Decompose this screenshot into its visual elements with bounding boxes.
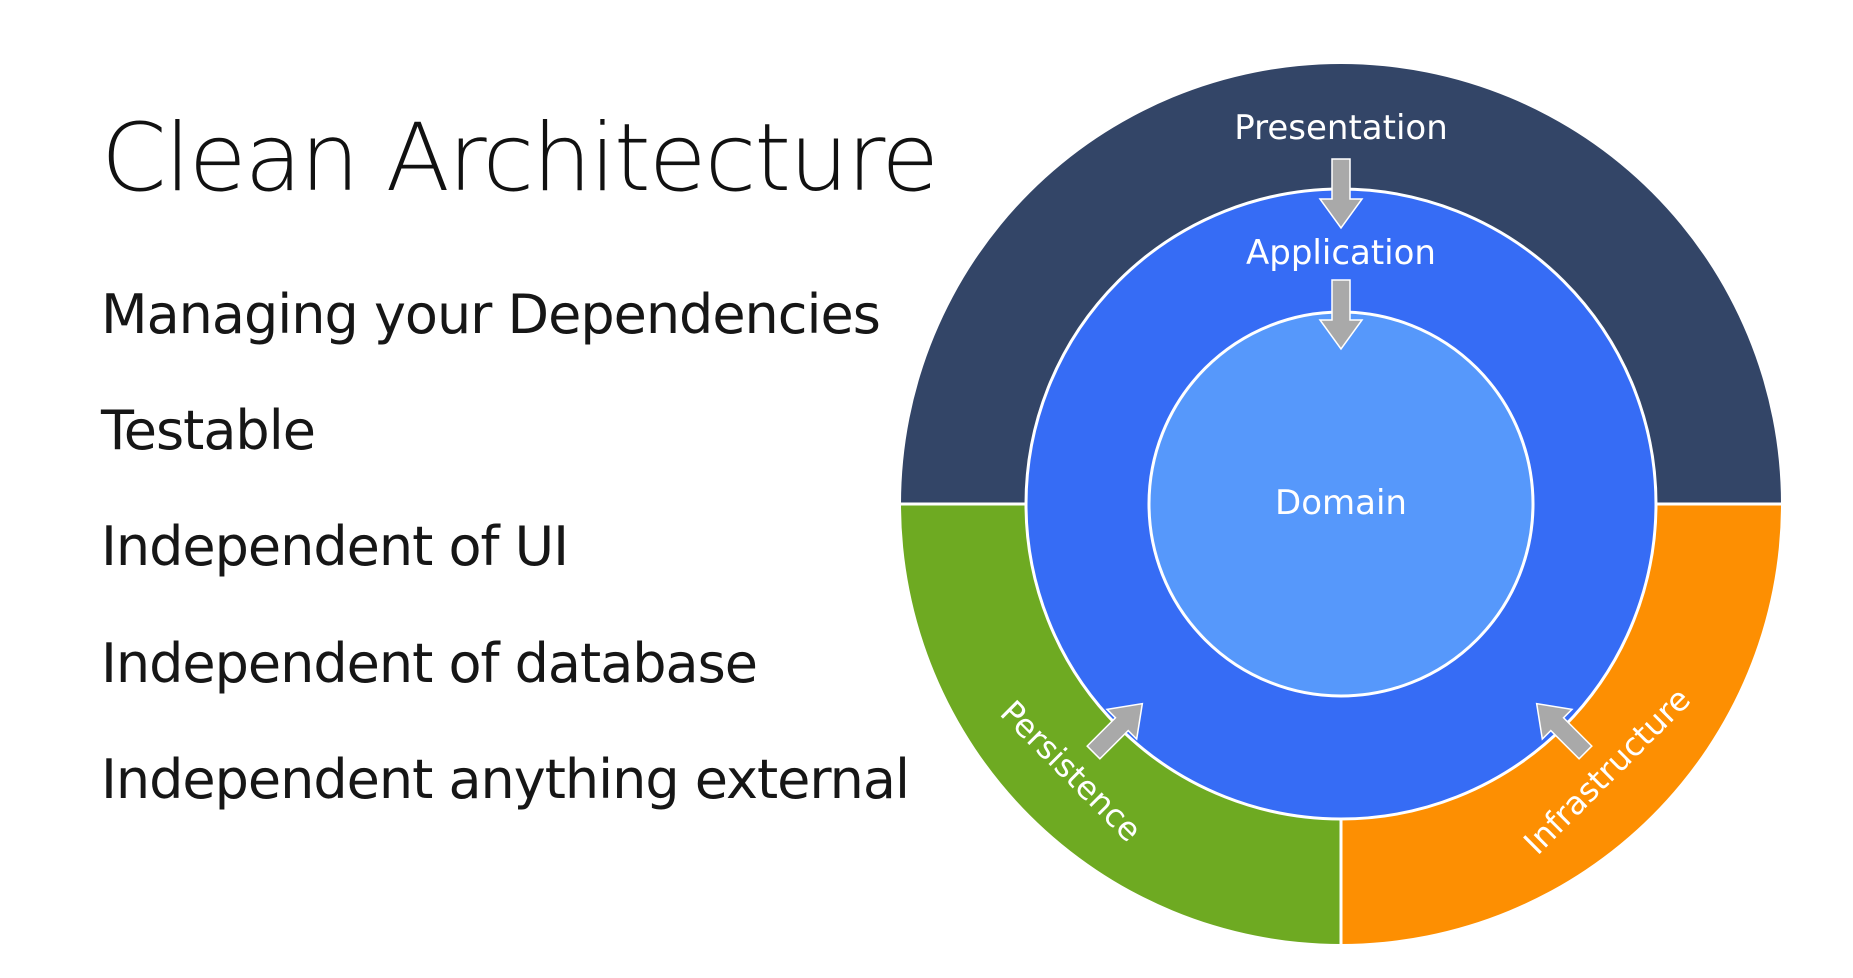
infrastructure-ring-segment bbox=[1341, 504, 1781, 944]
bullet-item: Independent of UI bbox=[101, 515, 569, 578]
arrow-up-left-icon bbox=[1535, 702, 1593, 760]
presentation-label: Presentation bbox=[1234, 108, 1448, 148]
persistence-ring-segment bbox=[901, 504, 1341, 944]
arrow-up-right-icon bbox=[1086, 702, 1144, 760]
bullet-item: Independent of database bbox=[101, 632, 758, 695]
arrow-down-icon bbox=[1318, 158, 1364, 230]
arrow-down-icon bbox=[1318, 279, 1364, 351]
application-label: Application bbox=[1246, 233, 1436, 273]
slide-title: Clean Architecture bbox=[101, 104, 939, 213]
domain-label: Domain bbox=[1275, 483, 1407, 523]
bullet-item: Independent anything external bbox=[101, 748, 910, 811]
bullet-item: Managing your Dependencies bbox=[101, 283, 881, 346]
presentation-ring-segment bbox=[901, 64, 1781, 504]
bullet-item: Testable bbox=[101, 399, 316, 462]
